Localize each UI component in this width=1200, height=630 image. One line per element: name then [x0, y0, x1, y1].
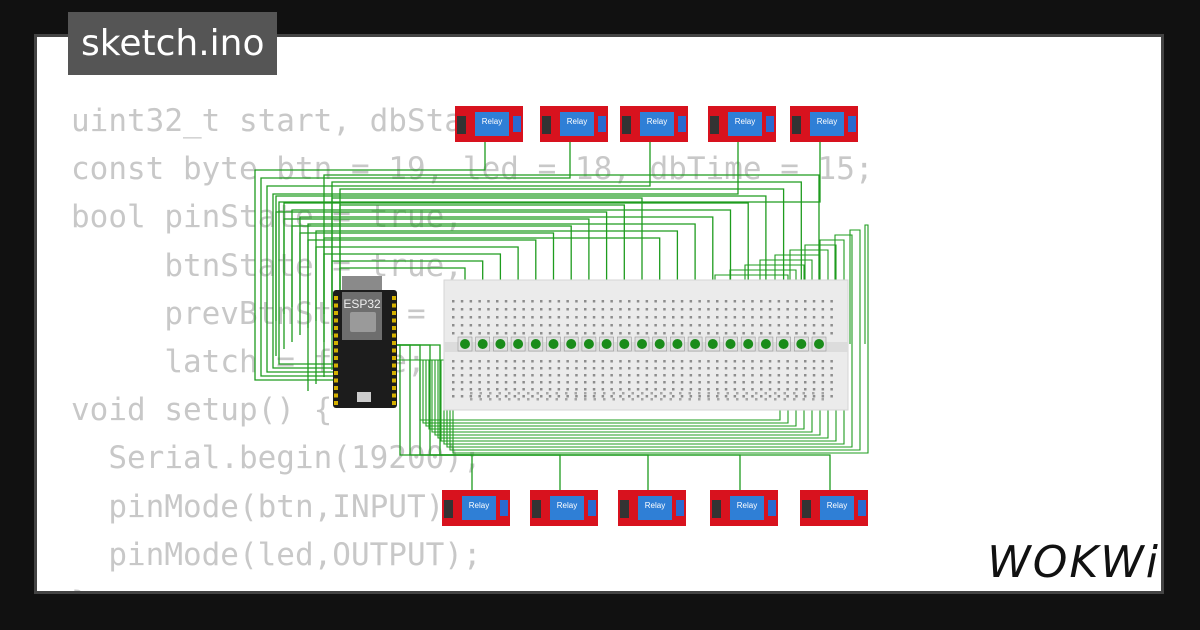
relay-module[interactable]: Relay — [800, 490, 868, 526]
esp32-label: ESP32 — [343, 297, 381, 311]
code-line: } — [71, 579, 874, 591]
pushbutton[interactable] — [616, 336, 632, 352]
pushbutton[interactable] — [457, 336, 473, 352]
relay-label: Relay — [469, 501, 489, 510]
relay-label: Relay — [827, 501, 847, 510]
relay-module[interactable]: Relay — [790, 106, 858, 142]
relay-module[interactable]: Relay — [708, 106, 776, 142]
logo-text: WOKWi — [987, 537, 1160, 588]
relay-label: Relay — [737, 501, 757, 510]
relay-label: Relay — [482, 117, 502, 126]
code-line: const byte btn = 19, led = 18, dbTime = … — [71, 151, 874, 188]
pushbutton[interactable] — [687, 336, 703, 352]
pushbutton[interactable] — [758, 336, 774, 352]
relay-module[interactable]: Relay — [618, 490, 686, 526]
file-tab[interactable]: sketch.ino — [68, 12, 278, 75]
pushbutton[interactable] — [528, 336, 544, 352]
pushbutton[interactable] — [793, 336, 809, 352]
pushbutton[interactable] — [705, 336, 721, 352]
pushbutton[interactable] — [599, 336, 614, 352]
pushbutton[interactable] — [510, 336, 526, 352]
relay-module[interactable]: Relay — [455, 106, 523, 142]
esp32-board[interactable]: ESP32 — [333, 276, 397, 408]
relay-label: Relay — [567, 117, 587, 126]
relay-module[interactable]: Relay — [620, 106, 688, 142]
pushbutton-row — [457, 336, 827, 352]
relay-label: Relay — [645, 501, 665, 510]
pushbutton[interactable] — [670, 336, 685, 352]
relay-module[interactable]: Relay — [540, 106, 608, 142]
relay-label: Relay — [735, 117, 755, 126]
pushbutton[interactable] — [546, 336, 561, 352]
relay-module[interactable]: Relay — [530, 490, 598, 526]
relay-label: Relay — [557, 501, 577, 510]
pushbutton[interactable] — [634, 336, 650, 352]
code-line: pinMode(btn,INPUT); — [71, 488, 463, 525]
code-line: pinMode(led,OUTPUT); — [71, 536, 482, 573]
relay-label: Relay — [817, 117, 837, 126]
pushbutton[interactable] — [740, 336, 756, 352]
pushbutton[interactable] — [563, 336, 579, 352]
relay-label: Relay — [647, 117, 667, 126]
pushbutton[interactable] — [581, 336, 597, 352]
code-line: void setup() { — [71, 392, 333, 429]
pushbutton[interactable] — [475, 336, 491, 352]
pushbutton[interactable] — [723, 336, 738, 352]
pushbutton[interactable] — [652, 336, 668, 352]
relay-module[interactable]: Relay — [442, 490, 510, 526]
wokwi-logo: WOKWi — [987, 537, 1160, 588]
file-tab-title: sketch.ino — [81, 23, 265, 64]
pushbutton[interactable] — [776, 336, 791, 352]
pushbutton[interactable] — [493, 336, 508, 352]
relay-module[interactable]: Relay — [710, 490, 778, 526]
pushbutton[interactable] — [811, 336, 827, 352]
